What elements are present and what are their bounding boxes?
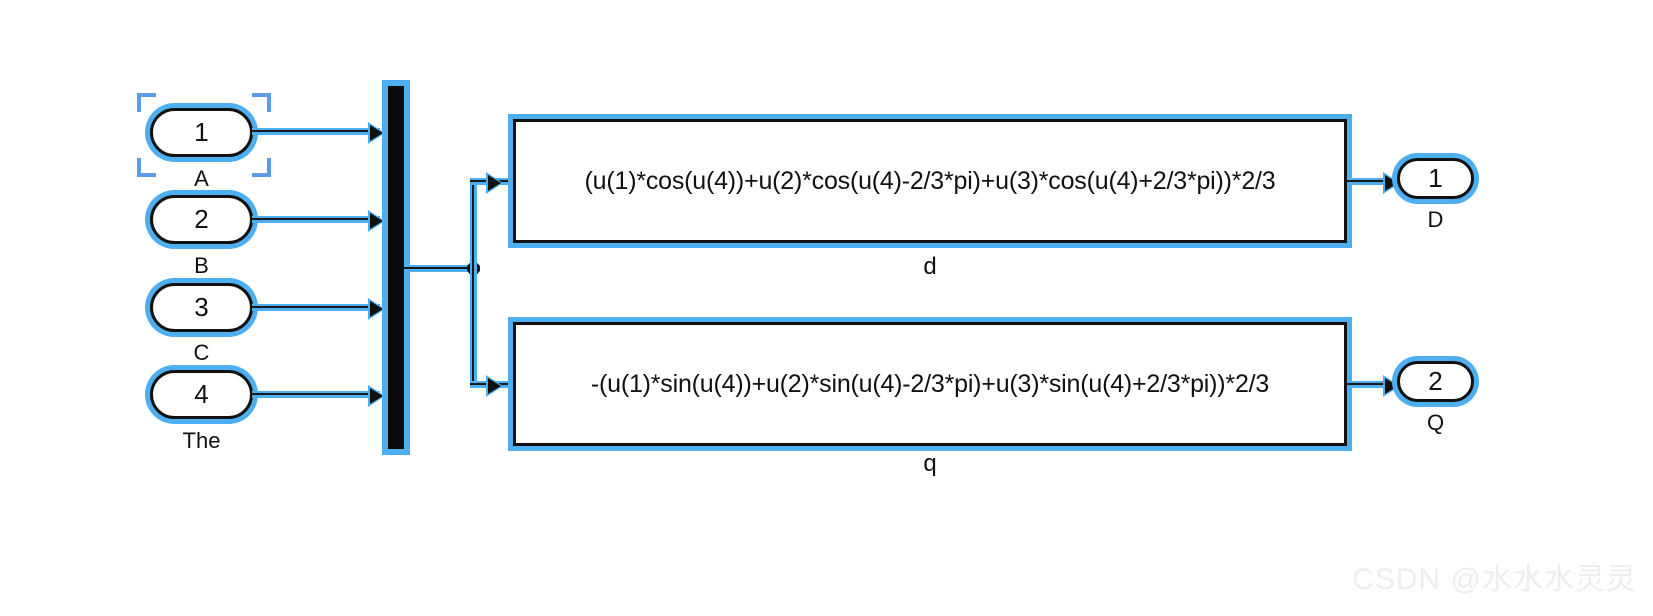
signal-line-q-to-output[interactable] [1347, 381, 1393, 388]
fcn-block-q[interactable]: -(u(1)*sin(u(4))+u(2)*sin(u(4)-2/3*pi)+u… [513, 322, 1347, 446]
input-port-label-theta: The [182, 428, 221, 453]
input-port-label-b: B [194, 253, 209, 278]
input-port-block-3[interactable]: 3 [150, 283, 253, 332]
mux-bar[interactable] [388, 86, 404, 449]
arrowhead-d-block-input [486, 172, 503, 194]
output-port-label-d: D [1427, 207, 1444, 232]
arrowhead-mux-input-1 [368, 122, 385, 144]
output-port-number-2: 2 [1428, 366, 1443, 396]
output-port-label-q: Q [1426, 410, 1445, 435]
selection-handle-bottom-right[interactable] [252, 158, 271, 177]
fcn-expression-q: -(u(1)*sin(u(4))+u(2)*sin(u(4)-2/3*pi)+u… [590, 369, 1270, 398]
signal-line-theta-to-mux[interactable] [252, 391, 380, 398]
arrowhead-q-block-input [486, 375, 503, 397]
arrowhead-mux-input-4 [368, 385, 385, 407]
arrowhead-mux-input-2 [368, 210, 385, 232]
fcn-expression-d: (u(1)*cos(u(4))+u(2)*cos(u(4)-2/3*pi)+u(… [584, 166, 1276, 195]
signal-line-b-to-mux[interactable] [252, 216, 380, 223]
input-port-block-2[interactable]: 2 [150, 195, 253, 244]
output-port-number-1: 1 [1428, 163, 1443, 193]
arrowhead-output-port-2 [1383, 375, 1400, 397]
signal-line-mux-output[interactable] [404, 265, 480, 272]
input-port-label-c: C [193, 340, 210, 365]
selection-handle-top-right[interactable] [252, 93, 271, 112]
input-port-block-4[interactable]: 4 [150, 370, 253, 419]
input-port-number-4: 4 [194, 379, 209, 409]
input-port-number-3: 3 [194, 292, 209, 322]
signal-line-d-to-output[interactable] [1347, 178, 1393, 185]
arrowhead-output-port-1 [1383, 172, 1400, 194]
fcn-block-label-q: q [923, 450, 937, 477]
signal-line-c-to-mux[interactable] [252, 304, 380, 311]
signal-line-branch-vertical[interactable] [470, 178, 477, 388]
output-port-block-1[interactable]: 1 [1397, 158, 1474, 199]
input-port-block-1[interactable]: 1 [150, 108, 253, 157]
selection-handle-bottom-left[interactable] [137, 158, 156, 177]
csdn-watermark: CSDN @水水水灵灵 [1352, 563, 1637, 596]
fcn-block-d[interactable]: (u(1)*cos(u(4))+u(2)*cos(u(4)-2/3*pi)+u(… [513, 119, 1347, 243]
output-port-block-2[interactable]: 2 [1397, 361, 1474, 402]
fcn-block-label-d: d [923, 253, 937, 280]
arrowhead-mux-input-3 [368, 298, 385, 320]
input-port-number-1: 1 [194, 117, 209, 147]
input-port-label-a: A [194, 166, 209, 191]
selection-handle-top-left[interactable] [137, 93, 156, 112]
input-port-number-2: 2 [194, 204, 209, 234]
signal-line-a-to-mux[interactable] [252, 128, 380, 135]
